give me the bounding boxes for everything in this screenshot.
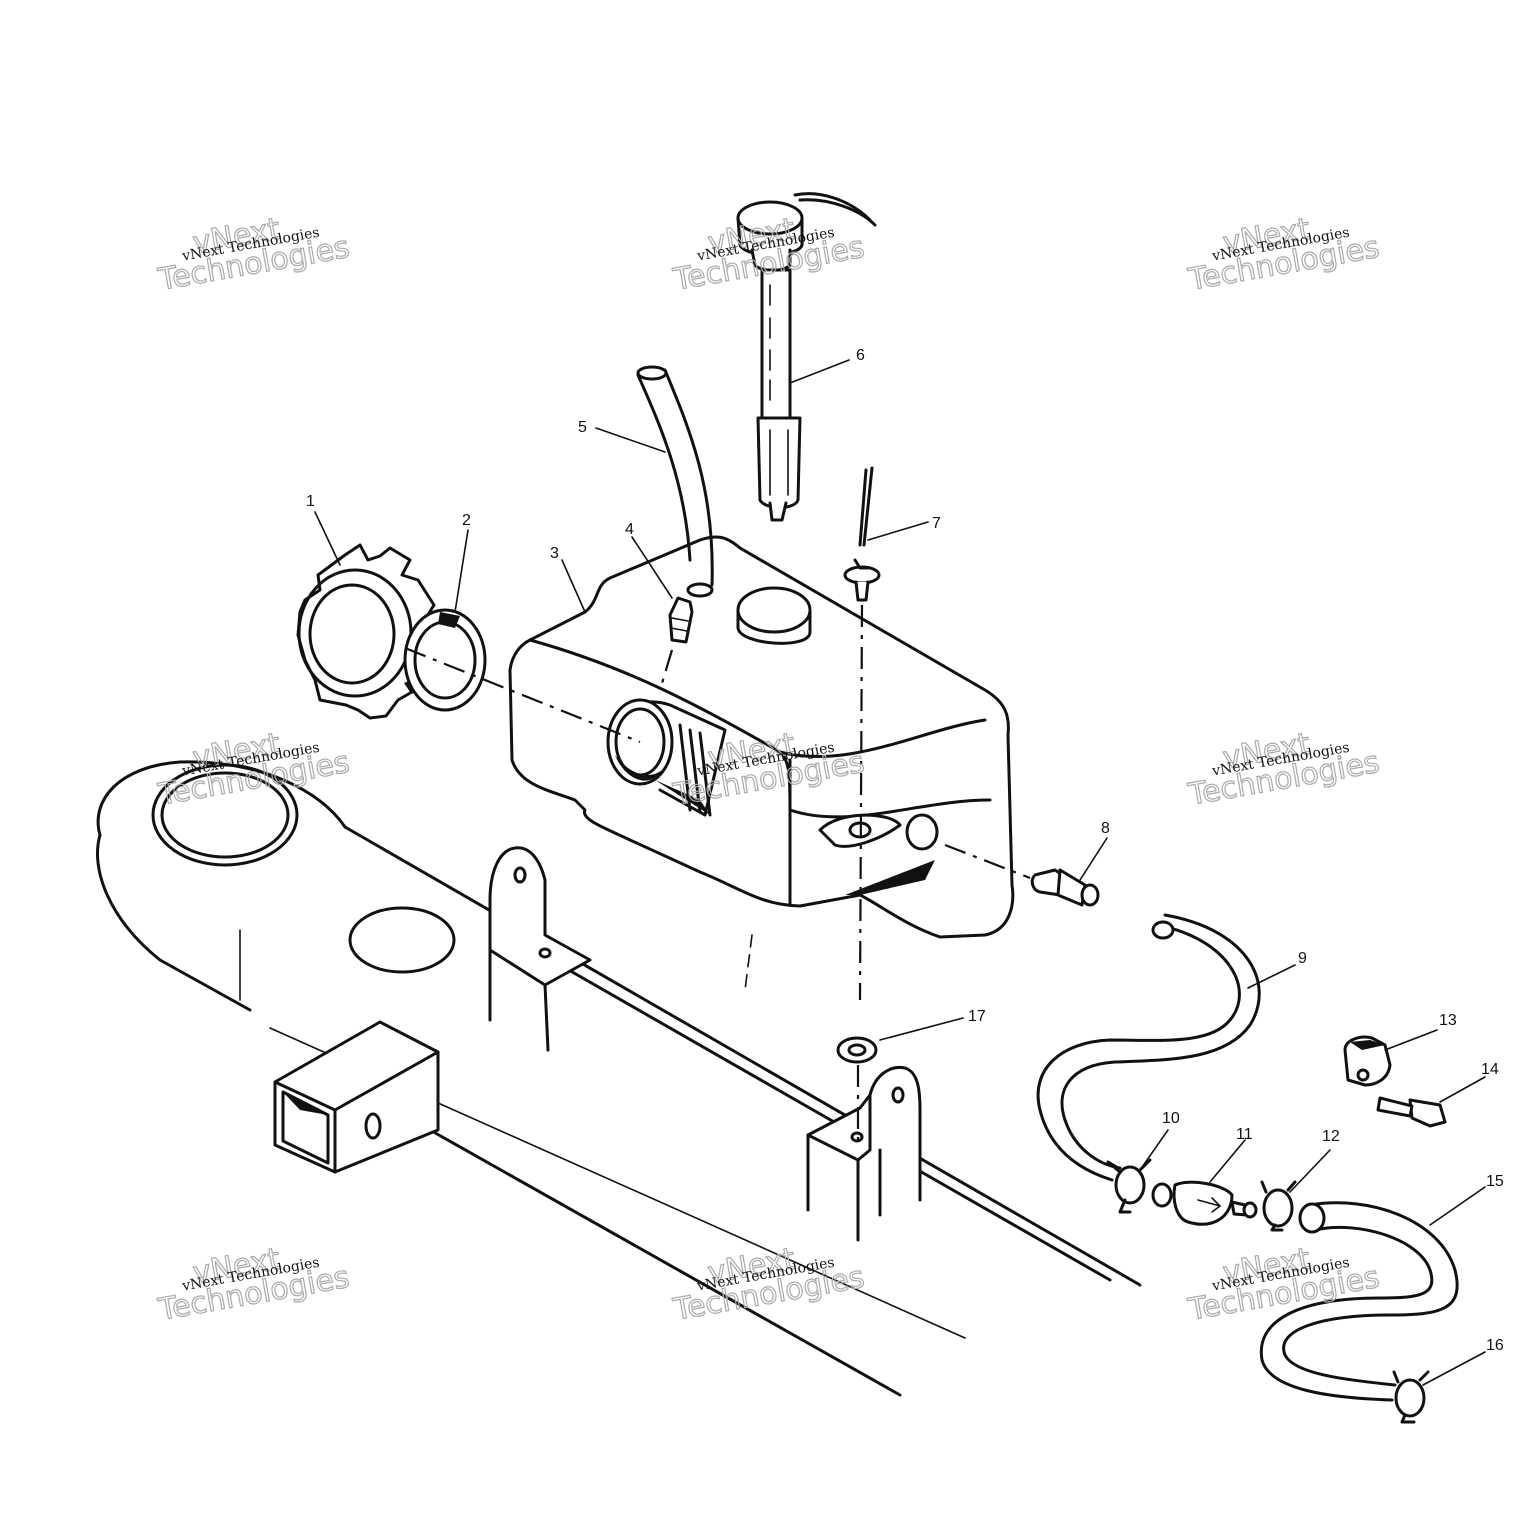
callout-15: 15	[1486, 1173, 1504, 1190]
watermark-mid-right: vNext vNext Technologies Technologies	[1185, 726, 1383, 814]
callout-16: 16	[1486, 1337, 1504, 1354]
callout-12: 12	[1322, 1128, 1340, 1145]
callout-5: 5	[578, 419, 587, 436]
assembly-line-cap	[404, 646, 641, 744]
vent-hose	[636, 365, 714, 598]
washer	[836, 1036, 878, 1140]
callout-leaders	[314, 359, 1486, 1386]
callout-1: 1	[306, 493, 315, 510]
callout-7: 7	[932, 515, 941, 532]
callout-10: 10	[1162, 1110, 1180, 1127]
callout-17: 17	[968, 1008, 986, 1025]
hose-clip	[1343, 1035, 1392, 1087]
hose-clamp-16	[1392, 1370, 1430, 1424]
dipstick	[843, 466, 881, 1001]
bolt	[1376, 1096, 1447, 1128]
oil-level-sender	[736, 192, 877, 522]
oil-tank	[508, 535, 1015, 939]
callout-4: 4	[625, 521, 634, 538]
callout-11: 11	[1236, 1126, 1253, 1143]
watermark-bottom-center: vNext vNext Technologies Technologies	[670, 1241, 868, 1329]
drain-hose	[1259, 1201, 1459, 1402]
callout-9: 9	[1298, 950, 1307, 967]
tank-centerline	[744, 934, 753, 991]
oil-hose	[1036, 913, 1261, 1182]
watermarks: vNext vNext Technologies Technologies vN…	[155, 211, 1383, 1329]
watermark-bottom-right: vNext vNext Technologies Technologies	[1185, 1241, 1383, 1329]
inline-filter	[1151, 1180, 1258, 1226]
hose-clamp-12	[1260, 1180, 1297, 1232]
hose-clamp-10	[1106, 1158, 1152, 1214]
outlet-fitting	[944, 843, 1100, 907]
callout-numbers: 1 2 3 4 5 6 7 8 9 10 11 12 13 14 15 16 1…	[306, 347, 1504, 1354]
gasket	[403, 608, 487, 712]
watermark-mid-left: vNext vNext Technologies Technologies	[155, 726, 353, 814]
callout-3: 3	[550, 545, 559, 562]
watermark-top-center: vNext vNext Technologies Technologies	[670, 211, 868, 299]
callout-13: 13	[1439, 1012, 1457, 1029]
vent-fitting	[658, 596, 694, 691]
callout-8: 8	[1101, 820, 1110, 837]
watermark-top-right: vNext vNext Technologies Technologies	[1185, 211, 1383, 299]
callout-14: 14	[1481, 1061, 1499, 1078]
watermark-top-left: vNext vNext Technologies Technologies	[155, 211, 353, 299]
callout-6: 6	[856, 347, 865, 364]
frame-bar	[96, 760, 1142, 1397]
callout-2: 2	[462, 512, 471, 529]
watermark-bottom-left: vNext vNext Technologies Technologies	[155, 1241, 353, 1329]
